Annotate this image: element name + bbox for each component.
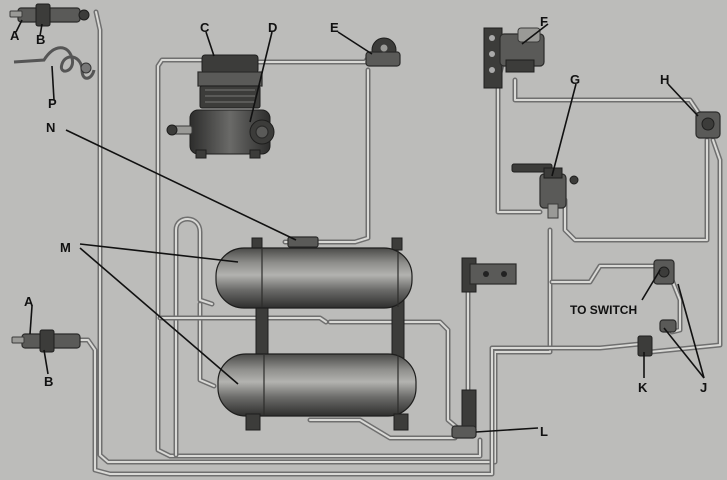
label-b-top: B [36, 32, 45, 47]
fittings-j [653, 259, 677, 333]
piping [57, 9, 723, 477]
governor-e [365, 37, 401, 67]
bottom-left-valve [11, 329, 81, 353]
quick-release-valve-h [695, 111, 721, 139]
labels: A B C D E F G H P N M A B L K J TO SWITC… [10, 14, 707, 439]
label-c: C [200, 20, 210, 35]
fitting-l [451, 425, 477, 439]
coiled-hose-p [13, 46, 96, 80]
to-switch-label: TO SWITCH [570, 303, 637, 317]
brake-valve-f [483, 27, 545, 89]
label-b-bottom: B [44, 374, 53, 389]
label-f: F [540, 14, 548, 29]
label-m: M [60, 240, 71, 255]
label-k: K [638, 380, 648, 395]
label-a-bottom: A [24, 294, 34, 309]
bracket-stand [461, 257, 517, 431]
label-n: N [46, 120, 55, 135]
label-e: E [330, 20, 339, 35]
air-reservoirs [215, 237, 417, 431]
top-left-valve [9, 3, 90, 27]
fitting-k [637, 335, 653, 357]
label-h: H [660, 72, 669, 87]
air-compressor [166, 54, 275, 159]
label-g: G [570, 72, 580, 87]
label-j: J [700, 380, 707, 395]
leader-lines [15, 19, 705, 433]
label-d: D [268, 20, 277, 35]
label-p: P [48, 96, 57, 111]
label-a-top: A [10, 28, 20, 43]
label-l: L [540, 424, 548, 439]
